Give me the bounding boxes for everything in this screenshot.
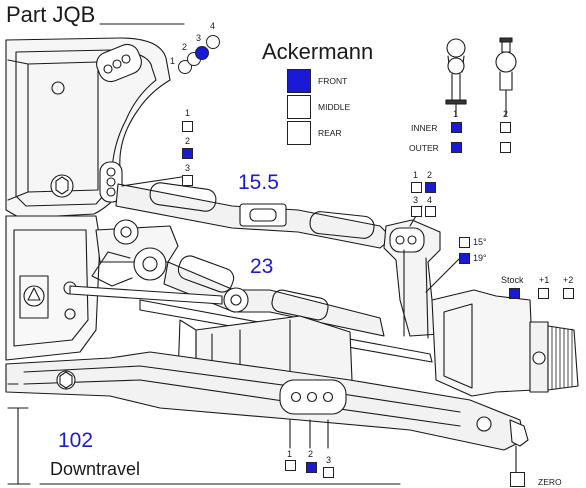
- shock-tower: [5, 37, 171, 219]
- axle-plus2-label: +2: [563, 275, 574, 285]
- hub-hole-1-label: 1: [413, 170, 419, 180]
- steering-block-19-box[interactable]: [459, 253, 470, 264]
- track-rod: [69, 285, 223, 305]
- ackermann-rear-box[interactable]: [287, 121, 311, 145]
- hub-hole-3-label: 3: [413, 195, 419, 205]
- steering-link-length: 23: [250, 255, 274, 278]
- ackermann-hole-4[interactable]: [206, 35, 220, 49]
- axle-stock-box[interactable]: [509, 288, 520, 299]
- downtravel-value: 102: [58, 429, 94, 452]
- downtravel-label: Downtravel: [50, 459, 141, 479]
- ackermann-middle-box[interactable]: [287, 95, 311, 119]
- axle-stock-label: Stock: [501, 275, 524, 285]
- outer-label: OUTER: [409, 143, 439, 153]
- lower-pos-3-label: 3: [326, 455, 332, 465]
- lower-pos-3-box[interactable]: [323, 467, 334, 478]
- hub-hole-4-label: 4: [427, 195, 433, 205]
- hub-hole-1-box[interactable]: [411, 182, 422, 193]
- axle-plus1-box[interactable]: [538, 288, 549, 299]
- upper-pos-3-box[interactable]: [182, 175, 193, 186]
- upper-pos-2-label: 2: [185, 136, 191, 146]
- ball-stud-outer-icon: [495, 37, 517, 117]
- lower-pos-2-box[interactable]: [306, 462, 317, 473]
- ackermann-middle-label: MIDDLE: [318, 102, 351, 112]
- downtravel-gauge-icon: [7, 383, 401, 485]
- hub-hole-2-box[interactable]: [425, 182, 436, 193]
- ackermann-rear-label: REAR: [318, 128, 342, 138]
- ackermann-title: Ackermann: [262, 39, 374, 64]
- ackermann-hole-1-label: 1: [170, 56, 176, 66]
- ackermann-front-label: FRONT: [318, 76, 348, 86]
- ackermann-hole-4-label: 4: [210, 21, 216, 31]
- upper-pos-1-label: 1: [185, 108, 191, 118]
- inner-label: INNER: [411, 123, 438, 133]
- steering-block-15-label: 15°: [473, 237, 487, 247]
- lower-pos-1-box[interactable]: [285, 460, 296, 471]
- camber-link-length: 15.5: [238, 171, 279, 194]
- hub-hole-3-box[interactable]: [411, 206, 422, 217]
- hub-hole-4-box[interactable]: [425, 206, 436, 217]
- steering-block-19-label: 19°: [473, 253, 487, 263]
- ackermann-front-box[interactable]: [287, 69, 311, 93]
- ackermann-hole-3[interactable]: [195, 46, 209, 60]
- steering-block-15-box[interactable]: [459, 237, 470, 248]
- outer-option-2-box[interactable]: [500, 142, 511, 153]
- part-title: Part JQB: [6, 2, 96, 27]
- zero-box[interactable]: [510, 472, 525, 487]
- upper-pos-3-label: 3: [185, 163, 191, 173]
- upper-pos-2-box[interactable]: [182, 148, 193, 159]
- ball-stud-option-1-label: 1: [453, 109, 459, 119]
- zero-label: ZERO: [538, 477, 562, 487]
- axle-plus1-label: +1: [539, 275, 550, 285]
- outer-option-1-box[interactable]: [451, 142, 462, 153]
- inner-option-1-box[interactable]: [451, 122, 462, 133]
- hub-hole-2-label: 2: [427, 170, 433, 180]
- ball-stud-inner-icon: [445, 38, 467, 117]
- inner-option-2-box[interactable]: [500, 122, 511, 133]
- hub: [431, 289, 535, 397]
- lower-pos-1-label: 1: [287, 449, 293, 459]
- upper-pos-1-box[interactable]: [182, 121, 193, 132]
- ackermann-hole-3-label: 3: [196, 33, 202, 43]
- axle-plus2-box[interactable]: [563, 288, 574, 299]
- lower-pos-2-label: 2: [308, 449, 314, 459]
- chassis-block: [5, 215, 101, 361]
- ackermann-hole-2-label: 2: [182, 42, 188, 52]
- axle-thread: [547, 325, 579, 391]
- ball-stud-option-2-label: 2: [503, 109, 509, 119]
